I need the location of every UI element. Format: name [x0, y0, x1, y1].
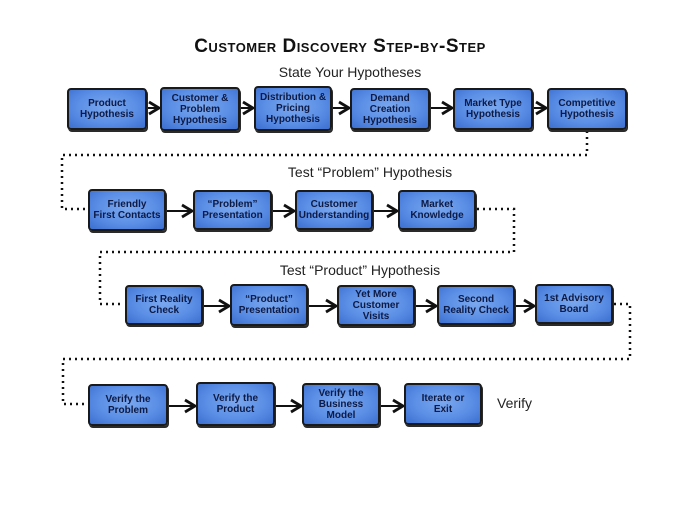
step-product-presentation: “Product” Presentation [230, 284, 308, 326]
section-label-test-product: Test “Product” Hypothesis [279, 262, 441, 278]
section-label-test-problem: Test “Problem” Hypothesis [287, 164, 453, 180]
step-label: Verify the Product [212, 393, 259, 415]
step-friendly-first-contacts: Friendly First Contacts [88, 189, 166, 231]
step-label: Distribution & Pricing Hypothesis [259, 92, 327, 125]
step-label: Customer Understanding [298, 199, 370, 221]
step-iterate-or-exit: Iterate or Exit [404, 383, 482, 425]
step-label: Yet More Customer Visits [352, 289, 400, 322]
step-market-knowledge: Market Knowledge [398, 190, 476, 230]
step-verify-problem: Verify the Problem [88, 384, 168, 426]
step-first-advisory-board: 1st Advisory Board [535, 284, 613, 324]
step-label: First Reality Check [135, 294, 193, 316]
step-verify-product: Verify the Product [196, 382, 275, 426]
step-distribution-pricing-hypothesis: Distribution & Pricing Hypothesis [254, 86, 332, 131]
step-label: Verify the Problem [105, 394, 151, 416]
step-competitive-hypothesis: Competitive Hypothesis [547, 88, 627, 130]
step-label: Market Knowledge [410, 199, 464, 221]
step-label: Customer & Problem Hypothesis [171, 92, 229, 126]
step-label: Demand Creation Hypothesis [363, 92, 417, 126]
step-label: Verify the Business Model [318, 388, 364, 421]
step-label: “Product” Presentation [238, 294, 300, 316]
section-label-hypotheses: State Your Hypotheses [278, 64, 422, 80]
step-customer-problem-hypothesis: Customer & Problem Hypothesis [160, 87, 240, 131]
step-label: Market Type Hypothesis [464, 98, 522, 120]
step-customer-understanding: Customer Understanding [295, 190, 373, 230]
step-label: “Problem” Presentation [202, 199, 263, 221]
step-label: Iterate or Exit [421, 393, 465, 415]
step-market-type-hypothesis: Market Type Hypothesis [453, 88, 533, 130]
step-problem-presentation: “Problem” Presentation [193, 190, 272, 230]
step-label: Second Reality Check [443, 294, 509, 316]
step-verify-business-model: Verify the Business Model [302, 383, 380, 426]
step-demand-creation-hypothesis: Demand Creation Hypothesis [350, 88, 430, 130]
step-label: Friendly First Contacts [93, 199, 161, 221]
diagram-title: Customer Discovery Step-by-Step [194, 36, 486, 57]
step-label: 1st Advisory Board [544, 293, 604, 315]
section-label-verify: Verify [497, 395, 533, 411]
step-second-reality-check: Second Reality Check [437, 285, 515, 325]
dotted-connector [61, 302, 632, 406]
step-label: Competitive Hypothesis [558, 98, 616, 120]
step-first-reality-check: First Reality Check [125, 285, 203, 325]
step-label: Product Hypothesis [80, 98, 134, 120]
dotted-connector [98, 207, 516, 306]
step-product-hypothesis: Product Hypothesis [67, 88, 147, 130]
step-yet-more-customer-visits: Yet More Customer Visits [337, 285, 415, 326]
